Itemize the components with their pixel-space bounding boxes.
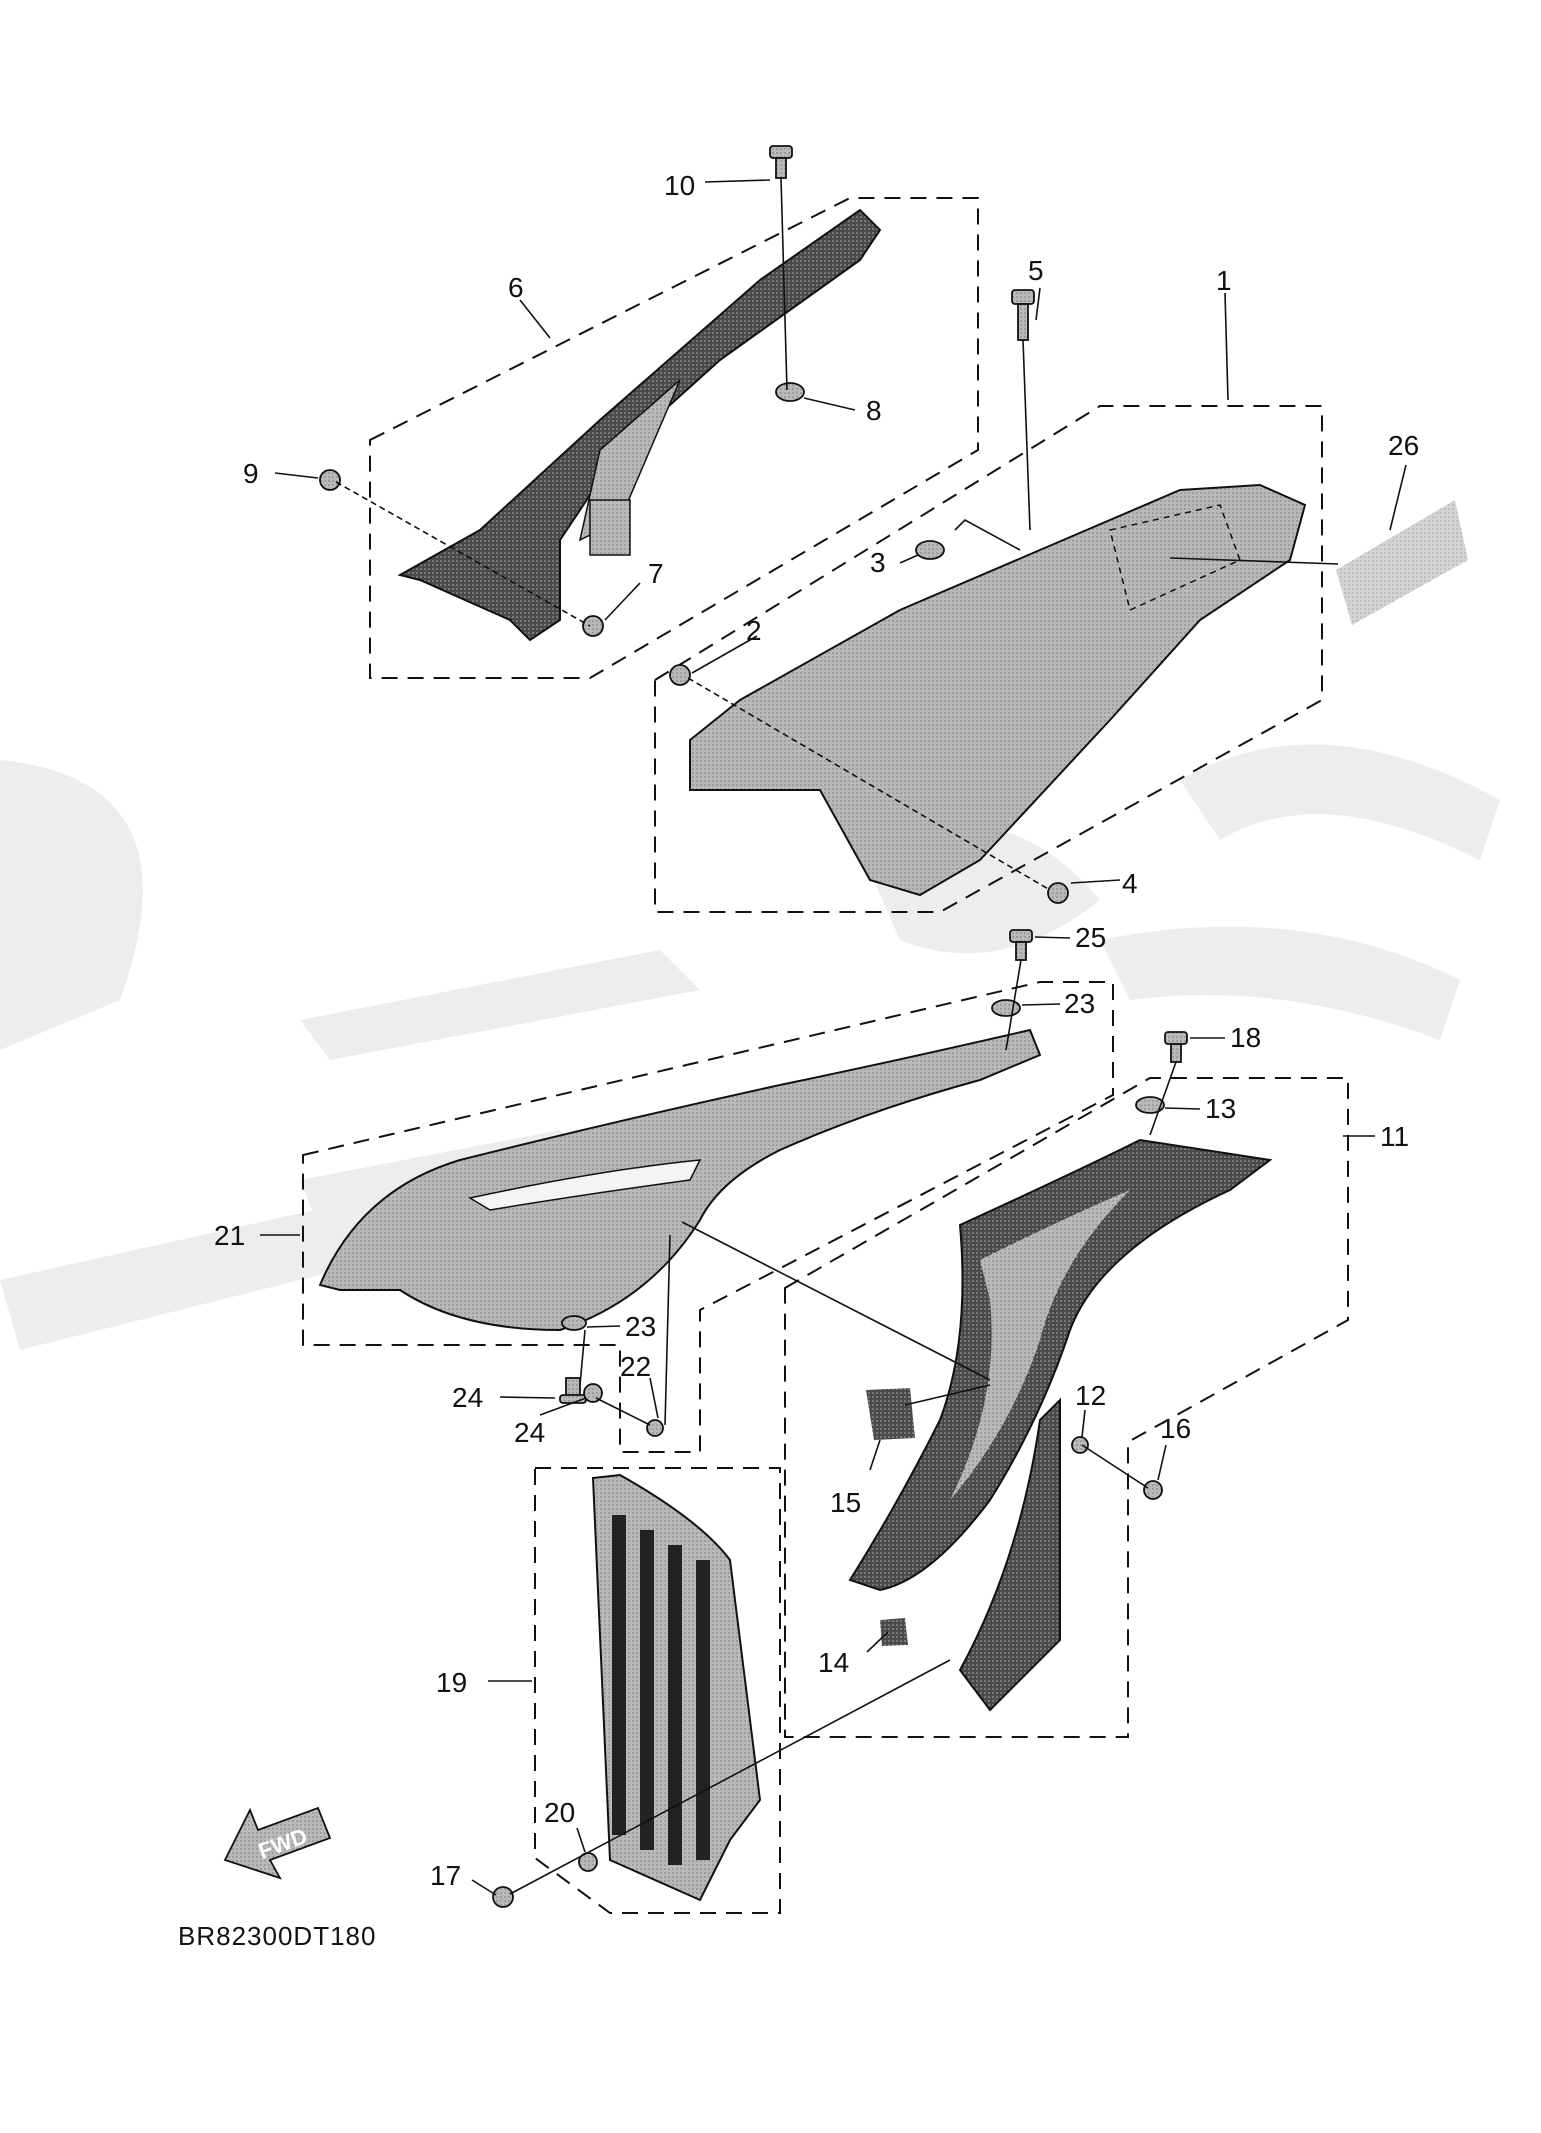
- washer-23-bottom: [561, 1315, 587, 1331]
- callout-19: 19: [436, 1667, 467, 1698]
- fasteners: [319, 145, 1188, 1908]
- callout-22: 22: [620, 1351, 651, 1382]
- bolt-17: [492, 1886, 514, 1908]
- callout-9: 9: [243, 458, 259, 489]
- nut-9: [319, 469, 341, 491]
- part-6-tail-rail: [397, 208, 882, 642]
- callout-26: 26: [1388, 430, 1419, 461]
- assembly-lines: [260, 177, 1407, 1896]
- bolt-25: [1009, 929, 1033, 961]
- part-21-lower-panel: [318, 1028, 1042, 1332]
- bolt-16: [1143, 1480, 1163, 1500]
- callout-24-b: 24: [514, 1417, 545, 1448]
- callout-6: 6: [508, 272, 524, 303]
- nut-12: [1071, 1436, 1089, 1454]
- callout-11: 11: [1380, 1121, 1409, 1152]
- part-14-decal: [880, 1618, 908, 1646]
- drawing-code: BR82300DT180: [178, 1921, 376, 1951]
- part-26-label: [1336, 500, 1468, 625]
- group-boxes: [302, 197, 1349, 1914]
- part-19-grille: [591, 1473, 762, 1902]
- washer-3: [915, 540, 945, 560]
- callout-17: 17: [430, 1860, 461, 1891]
- nut-7: [582, 615, 604, 637]
- callout-2: 2: [746, 615, 762, 646]
- callout-1: 1: [1216, 265, 1232, 296]
- callout-23-top: 23: [1064, 988, 1095, 1019]
- bolt-5: [1011, 289, 1035, 341]
- washer-23-top: [991, 999, 1021, 1017]
- callout-16: 16: [1160, 1413, 1191, 1444]
- callout-7: 7: [648, 558, 664, 589]
- watermark: [0, 744, 1500, 1350]
- callout-3: 3: [870, 547, 886, 578]
- nut-2: [669, 664, 691, 686]
- callout-10: 10: [664, 170, 695, 201]
- washer-8: [775, 382, 805, 402]
- callout-labels: 10 6 8 5 1 26 9 7 3 2 4 25 23 18 13 11 2…: [214, 170, 1419, 1891]
- callout-23-bottom: 23: [625, 1311, 656, 1342]
- callout-14: 14: [818, 1647, 849, 1678]
- callout-24-a: 24: [452, 1382, 483, 1413]
- nut-4: [1047, 882, 1069, 904]
- callout-8: 8: [866, 395, 882, 426]
- callout-18: 18: [1230, 1022, 1261, 1053]
- callout-4: 4: [1122, 868, 1138, 899]
- callout-21: 21: [214, 1220, 245, 1251]
- part-1-side-cover: [689, 483, 1307, 897]
- bolt-10: [769, 145, 793, 179]
- callout-25: 25: [1075, 922, 1106, 953]
- part-15-decal: [866, 1388, 915, 1440]
- nut-24b: [583, 1383, 603, 1403]
- callout-13: 13: [1205, 1093, 1236, 1124]
- callout-12: 12: [1075, 1380, 1106, 1411]
- bolt-18: [1164, 1031, 1188, 1063]
- callout-20: 20: [544, 1797, 575, 1828]
- callout-15: 15: [830, 1487, 861, 1518]
- part-11-front-shroud: [848, 1138, 1273, 1712]
- fwd-arrow-icon: FWD: [223, 1806, 332, 1880]
- nut-22: [646, 1419, 664, 1437]
- washer-13: [1135, 1096, 1165, 1114]
- callout-5: 5: [1028, 255, 1044, 286]
